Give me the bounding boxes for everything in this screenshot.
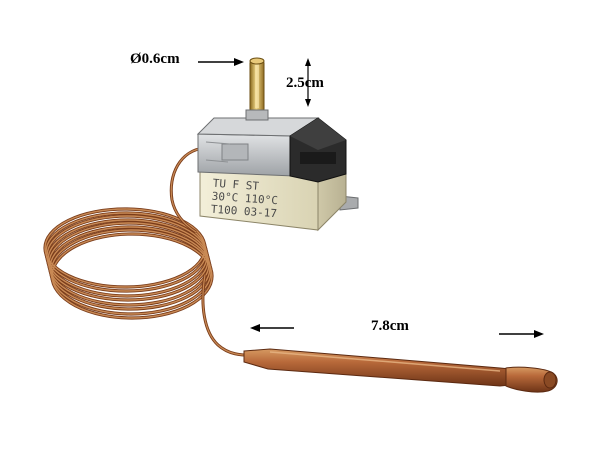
housing-marking-line3: T100 03-17 [210,203,277,221]
capillary-coil [43,207,214,320]
housing-marking-line1: TU F ST [212,177,260,193]
capillary-lead-top [169,146,206,234]
height-arrow [305,58,311,107]
bulb-length-label: 7.8cm [371,318,409,334]
length-arrow-right [499,330,544,338]
brass-shaft [245,57,269,121]
sensing-bulb [243,348,558,393]
capillary-lead-bottom [201,274,259,357]
housing-markings: TU F ST 30°C 110°C T100 03-17 [210,177,278,221]
housing-marking-line2: 30°C 110°C [211,190,278,208]
shaft-diameter-label: Ø0.6cm [130,51,180,67]
thermostat-body [196,117,359,232]
diameter-arrow [198,58,244,66]
shaft-height-label: 2.5cm [286,75,324,91]
length-arrow-left [250,324,294,332]
